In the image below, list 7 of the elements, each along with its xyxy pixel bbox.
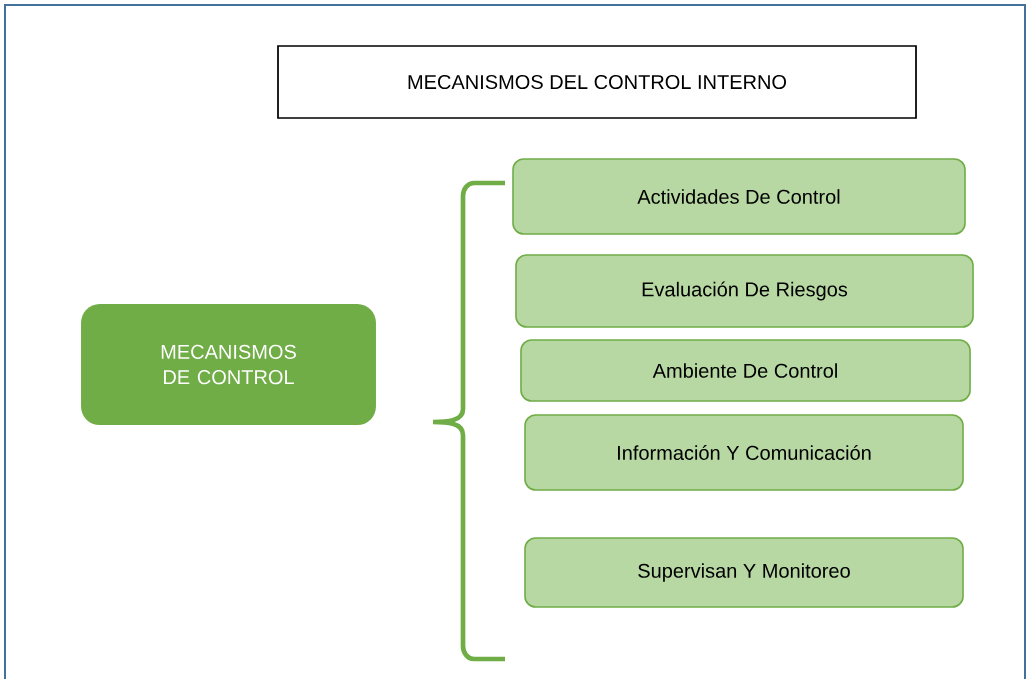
item-box: Información Y Comunicación [524,414,964,491]
item-box: Supervisan Y Monitoreo [524,537,964,608]
item-box: Actividades De Control [512,158,966,235]
item-box: Evaluación De Riesgos [515,254,974,328]
title-box: MECANISMOS DEL CONTROL INTERNO [277,45,917,119]
item-box: Ambiente De Control [520,339,971,402]
category-box: MECANISMOS DE CONTROL [81,303,376,426]
